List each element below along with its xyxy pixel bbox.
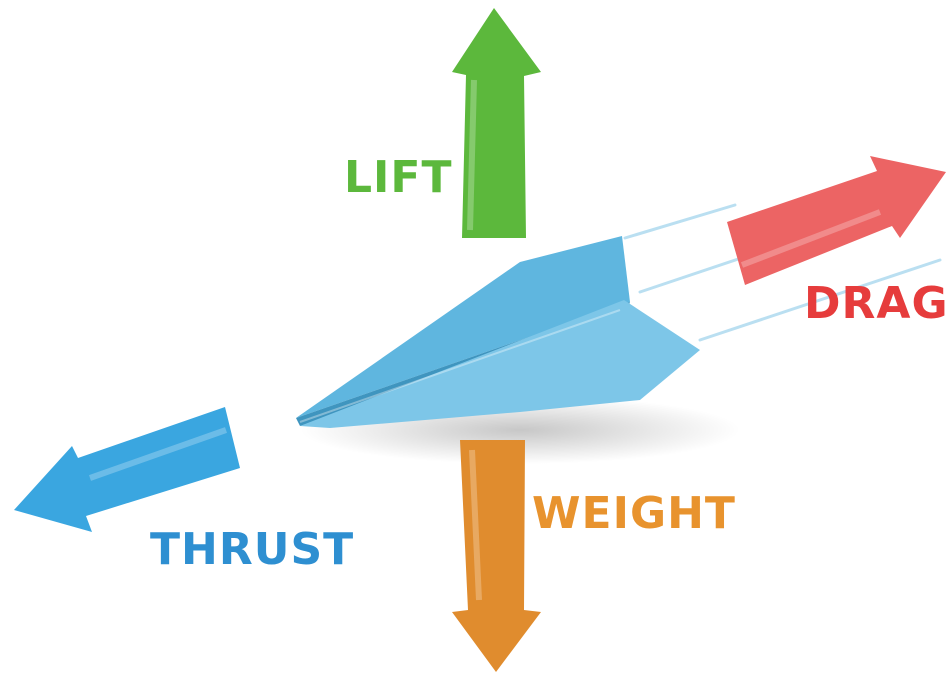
drag-label: DRAG xyxy=(804,278,949,329)
weight-arrow xyxy=(452,440,541,672)
thrust-label: THRUST xyxy=(150,524,354,575)
lift-label: LIFT xyxy=(344,152,452,203)
thrust-arrow xyxy=(14,407,240,532)
paper-airplane-icon xyxy=(296,236,700,428)
weight-label: WEIGHT xyxy=(532,488,736,539)
drag-arrow xyxy=(727,156,946,285)
lift-arrow xyxy=(452,8,541,238)
